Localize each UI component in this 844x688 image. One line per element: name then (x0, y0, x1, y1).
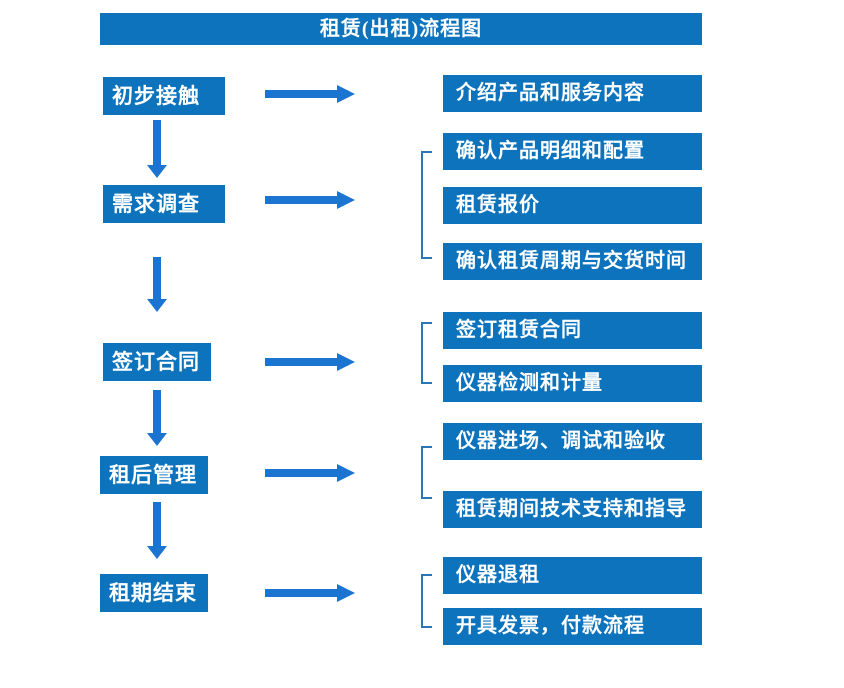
down-arrow-shaft (153, 502, 161, 546)
right-arrow-icon (265, 191, 355, 209)
down-arrow-shaft (153, 120, 161, 165)
right-arrow-head (337, 85, 355, 103)
right-arrow-icon (265, 584, 355, 602)
stage-box-initial-contact: 初步接触 (103, 77, 225, 115)
right-arrow-icon (265, 85, 355, 103)
down-arrow-head (147, 165, 167, 178)
down-arrow-shaft (153, 390, 161, 433)
flowchart-title: 租赁(出租)流程图 (100, 13, 702, 45)
down-arrow-head (147, 299, 167, 312)
right-arrow-shaft (265, 469, 337, 477)
detail-box-invoice-payment: 开具发票，付款流程 (443, 608, 702, 645)
stage-box-demand-survey: 需求调查 (103, 185, 225, 223)
stage-box-post-rental-management: 租后管理 (100, 456, 208, 494)
group-bracket (421, 151, 432, 259)
right-arrow-shaft (265, 589, 337, 597)
right-arrow-icon (265, 353, 355, 371)
detail-box-sign-rental-contract: 签订租赁合同 (443, 312, 702, 349)
detail-box-tech-support: 租赁期间技术支持和指导 (443, 491, 702, 528)
right-arrow-head (337, 191, 355, 209)
right-arrow-icon (265, 464, 355, 482)
detail-box-rental-quote: 租赁报价 (443, 187, 702, 224)
detail-box-confirm-rental-period: 确认租赁周期与交货时间 (443, 243, 702, 280)
right-arrow-shaft (265, 358, 337, 366)
right-arrow-shaft (265, 90, 337, 98)
detail-box-instrument-setup-acceptance: 仪器进场、调试和验收 (443, 423, 702, 460)
detail-box-introduce-products: 介绍产品和服务内容 (443, 75, 702, 112)
down-arrow-head (147, 433, 167, 446)
down-arrow-shaft (153, 257, 161, 299)
down-arrow-head (147, 546, 167, 559)
right-arrow-shaft (265, 196, 337, 204)
right-arrow-head (337, 584, 355, 602)
group-bracket (421, 322, 432, 384)
stage-box-lease-end: 租期结束 (100, 574, 208, 612)
stage-box-contract-signing: 签订合同 (103, 343, 211, 381)
detail-box-instrument-testing: 仪器检测和计量 (443, 365, 702, 402)
right-arrow-head (337, 464, 355, 482)
detail-box-confirm-product-details: 确认产品明细和配置 (443, 133, 702, 170)
group-bracket (421, 574, 432, 628)
detail-box-instrument-return: 仪器退租 (443, 557, 702, 594)
group-bracket (421, 446, 432, 499)
right-arrow-head (337, 353, 355, 371)
